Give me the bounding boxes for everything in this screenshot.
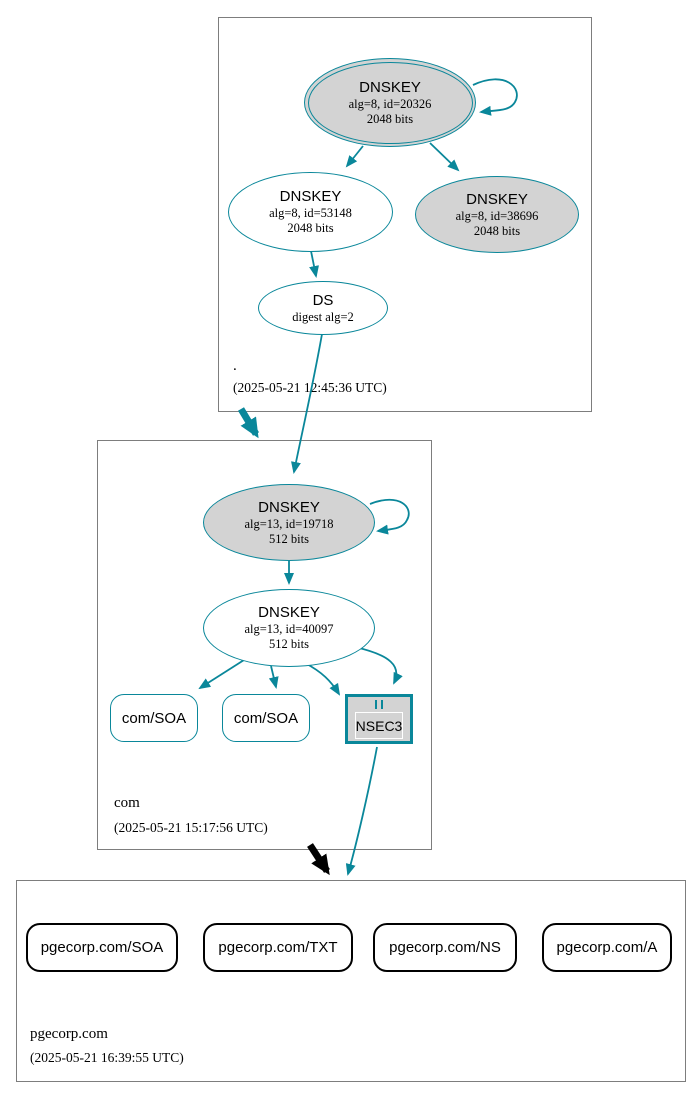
dnskey-20326-detail2: 2048 bits	[366, 111, 414, 126]
dnskey-19718-title: DNSKEY	[258, 498, 320, 516]
zone-box-root	[218, 17, 592, 412]
rrset-pgecorp-ns-label: pgecorp.com/NS	[389, 939, 501, 956]
zone-timestamp-pgecorp: (2025-05-21 16:39:55 UTC)	[30, 1050, 184, 1065]
dnskey-node-20326-inner: DNSKEY alg=8, id=20326 2048 bits	[307, 61, 473, 144]
nsec3-cells	[375, 700, 383, 709]
rrset-com-soa-1: com/SOA	[110, 694, 198, 742]
dnskey-53148-title: DNSKEY	[279, 188, 342, 205]
edge-delegation-root-com	[237, 407, 260, 439]
dnskey-38696-detail2: 2048 bits	[473, 223, 521, 238]
rrset-pgecorp-txt-label: pgecorp.com/TXT	[218, 939, 338, 956]
zone-label-pgecorp: pgecorp.com	[30, 1026, 108, 1042]
dnskey-20326-title: DNSKEY	[359, 78, 421, 96]
nsec3-cell-2	[381, 700, 383, 709]
dnskey-53148-detail1: alg=8, id=53148	[269, 206, 352, 220]
dnskey-40097-detail1: alg=13, id=40097	[244, 622, 334, 636]
rrset-com-soa-2: com/SOA	[222, 694, 310, 742]
rrset-com-soa-2-label: com/SOA	[233, 709, 299, 727]
dnskey-53148-detail2: 2048 bits	[287, 221, 334, 235]
rrset-pgecorp-a-label: pgecorp.com/A	[556, 939, 658, 956]
zone-box-com	[97, 440, 432, 850]
dnskey-38696-title: DNSKEY	[466, 190, 528, 208]
nsec3-label: NSEC3	[354, 712, 404, 739]
ds-detail1: digest alg=2	[292, 309, 354, 324]
dnskey-node-19718: DNSKEY alg=13, id=19718 512 bits	[203, 484, 375, 561]
dnskey-38696-detail1: alg=8, id=38696	[455, 208, 539, 223]
rrset-pgecorp-a: pgecorp.com/A	[542, 923, 672, 972]
rrset-com-soa-1-label: com/SOA	[121, 709, 187, 727]
dnskey-node-40097: DNSKEY alg=13, id=40097 512 bits	[203, 589, 375, 667]
zone-label-root: .	[233, 358, 237, 374]
dnskey-40097-detail2: 512 bits	[269, 637, 309, 651]
ds-node: DS digest alg=2	[258, 281, 388, 335]
ds-title: DS	[312, 291, 334, 309]
dnskey-node-53148: DNSKEY alg=8, id=53148 2048 bits	[228, 172, 393, 252]
dnskey-node-20326: DNSKEY alg=8, id=20326 2048 bits	[304, 58, 476, 147]
zone-label-com: com	[114, 795, 140, 811]
zone-timestamp-root: (2025-05-21 12:45:36 UTC)	[233, 380, 387, 395]
rrset-pgecorp-soa-label: pgecorp.com/SOA	[40, 939, 164, 956]
rrset-pgecorp-txt: pgecorp.com/TXT	[203, 923, 353, 972]
dnskey-40097-title: DNSKEY	[258, 604, 320, 621]
nsec3-node: NSEC3	[345, 694, 413, 744]
dnskey-node-38696: DNSKEY alg=8, id=38696 2048 bits	[415, 176, 579, 253]
zone-box-pgecorp	[16, 880, 686, 1082]
rrset-pgecorp-ns: pgecorp.com/NS	[373, 923, 517, 972]
zone-timestamp-com: (2025-05-21 15:17:56 UTC)	[114, 820, 268, 835]
dnskey-19718-detail1: alg=13, id=19718	[244, 516, 334, 531]
dnskey-19718-detail2: 512 bits	[269, 531, 309, 546]
rrset-pgecorp-soa: pgecorp.com/SOA	[26, 923, 178, 972]
dnskey-20326-detail1: alg=8, id=20326	[348, 96, 432, 111]
nsec3-cell-1	[375, 700, 377, 709]
